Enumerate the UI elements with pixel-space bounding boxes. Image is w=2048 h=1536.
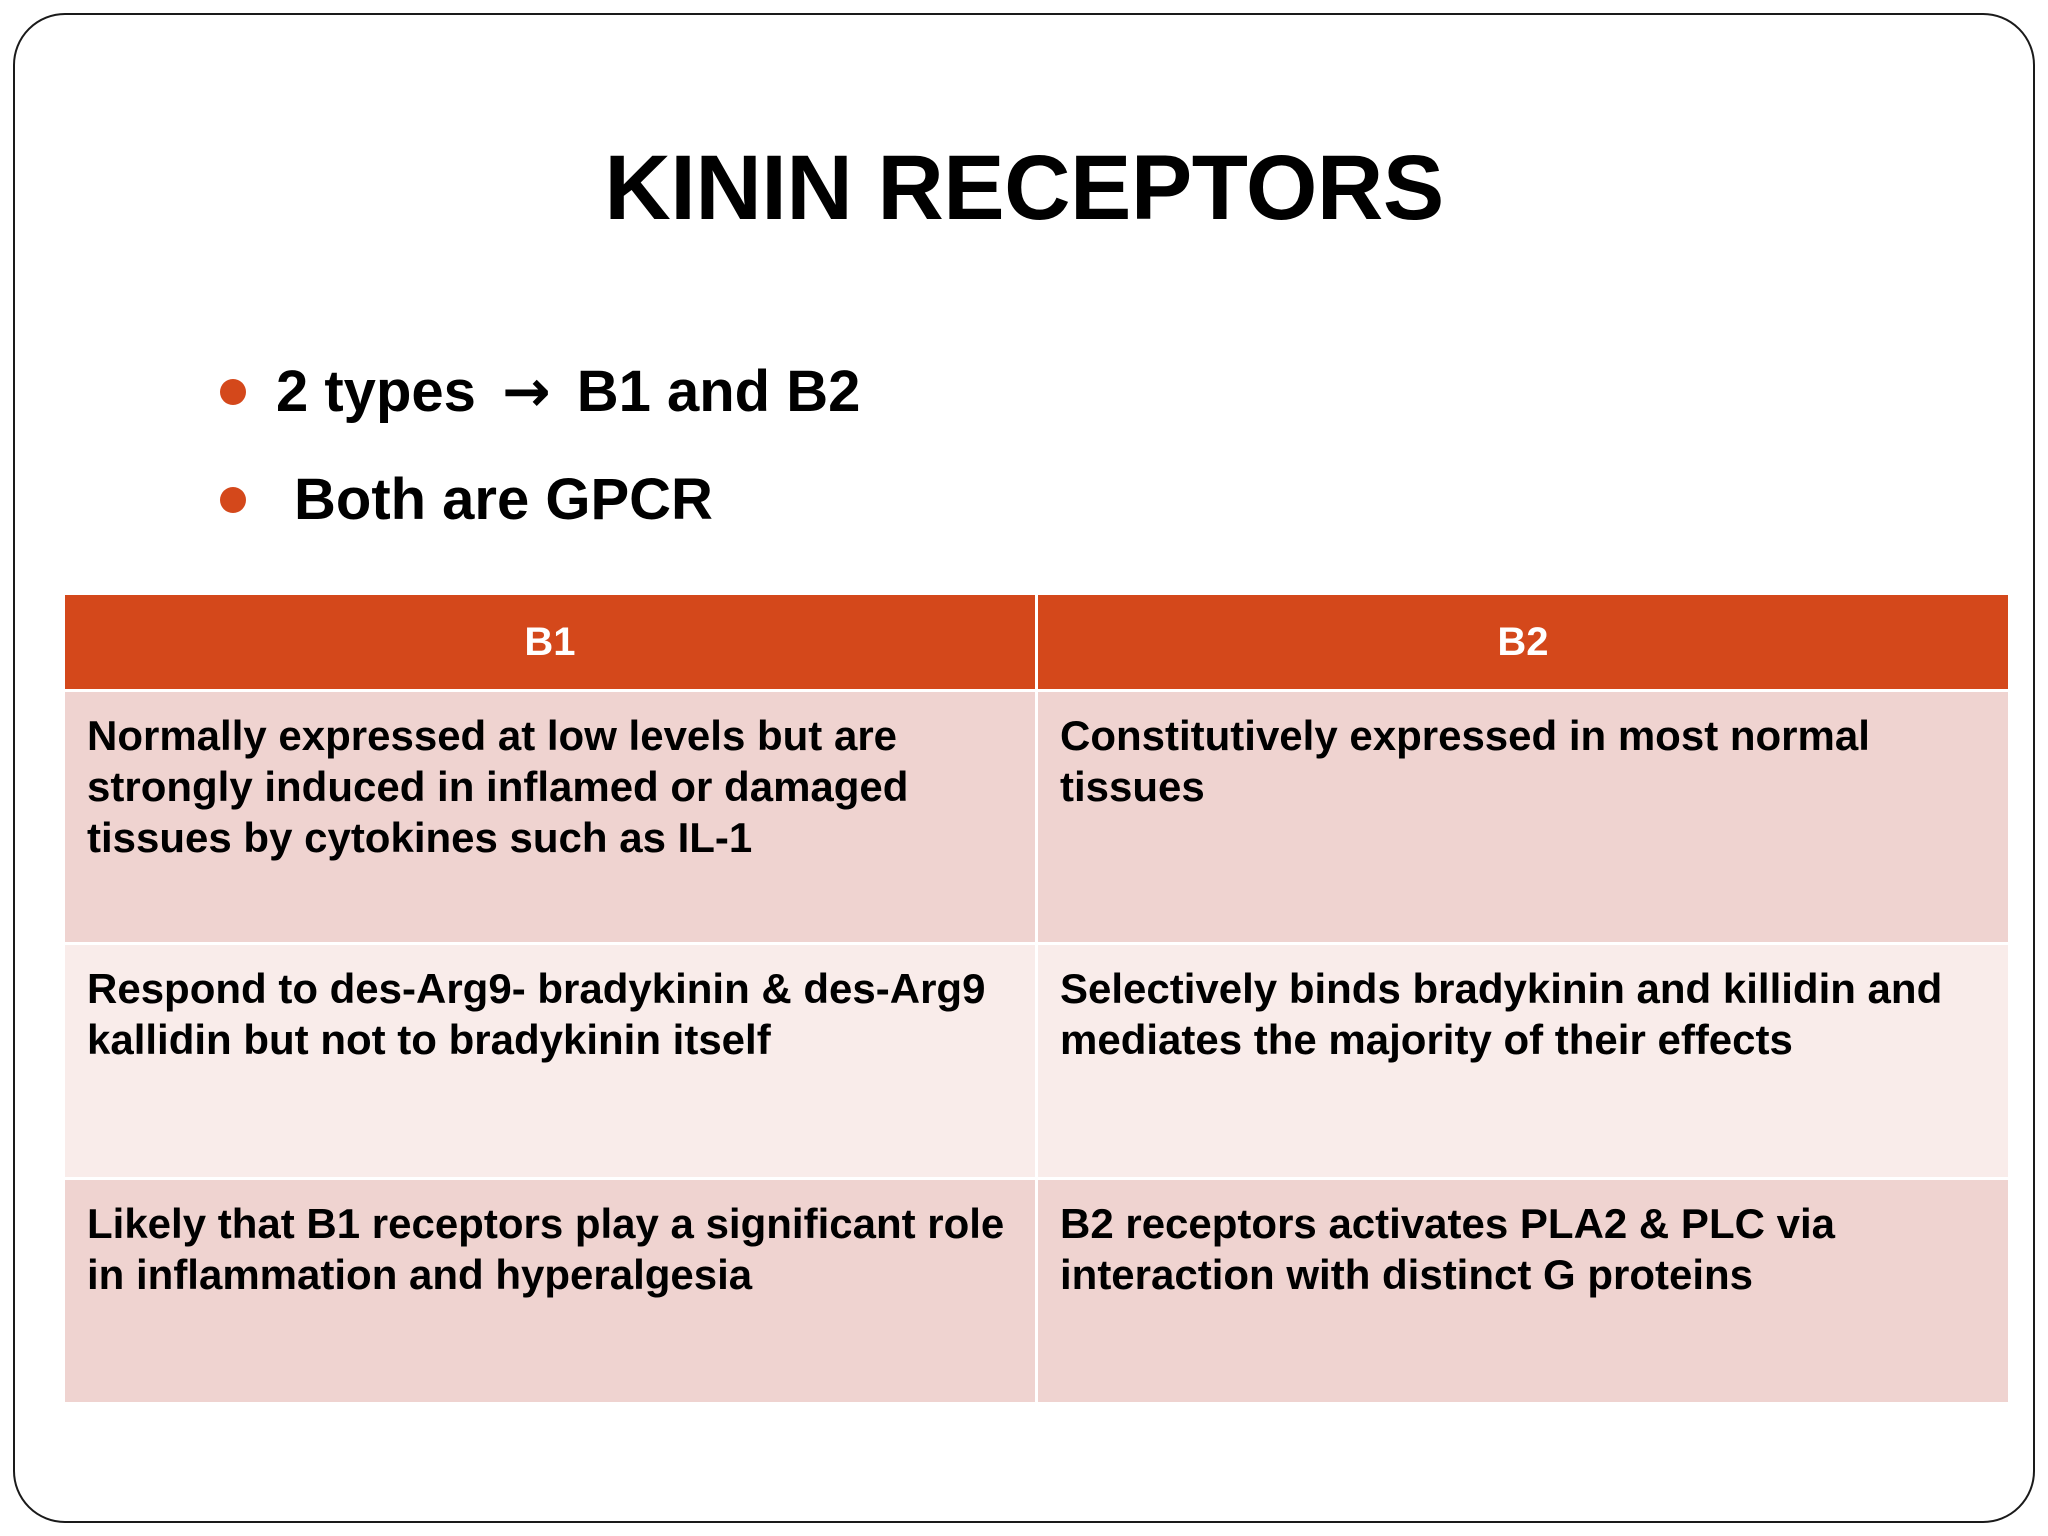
- cell-b2-row2: Selectively binds bradykinin and killidi…: [1038, 945, 2008, 1177]
- bullet-dot-icon: [220, 379, 246, 405]
- list-item: 2 types → B1 and B2: [220, 338, 1720, 446]
- bullet-item-label: Both are GPCR: [276, 466, 713, 532]
- cell-b1-row1: Normally expressed at low levels but are…: [65, 692, 1035, 942]
- page-title: KININ RECEPTORS: [604, 137, 1444, 239]
- bullet-text-before: 2 types: [276, 359, 492, 425]
- column-header-b1: B1: [65, 595, 1035, 689]
- bullet-item-label: 2 types → B1 and B2: [276, 361, 860, 423]
- cell-b2-row3: B2 receptors activates PLA2 & PLC via in…: [1038, 1180, 2008, 1402]
- comparison-table: B1 B2 Normally expressed at low levels b…: [62, 592, 2011, 1405]
- bullet-text-after: B1 and B2: [560, 359, 861, 425]
- bullet-list: 2 types → B1 and B2 Both are GPCR: [220, 338, 1720, 554]
- cell-b1-row3: Likely that B1 receptors play a signific…: [65, 1180, 1035, 1402]
- table-row: Respond to des-Arg9- bradykinin & des-Ar…: [65, 945, 2008, 1177]
- bullet-dot-icon: [220, 487, 246, 513]
- table-row: Normally expressed at low levels but are…: [65, 692, 2008, 942]
- table-header-row: B1 B2: [65, 595, 2008, 689]
- cell-b1-row2: Respond to des-Arg9- bradykinin & des-Ar…: [65, 945, 1035, 1177]
- bullet-text-after: Both are GPCR: [294, 466, 713, 532]
- table-row: Likely that B1 receptors play a signific…: [65, 1180, 2008, 1402]
- cell-b2-row1: Constitutively expressed in most normal …: [1038, 692, 2008, 942]
- column-header-b2: B2: [1038, 595, 2008, 689]
- list-item: Both are GPCR: [220, 446, 1720, 554]
- right-arrow-icon: →: [502, 357, 551, 426]
